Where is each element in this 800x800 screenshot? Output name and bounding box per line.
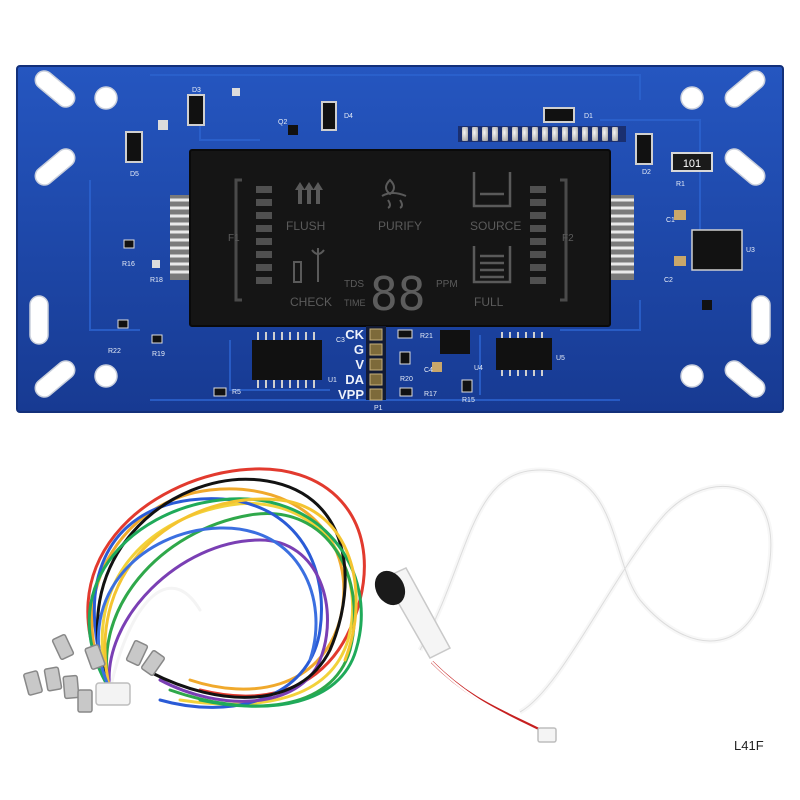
temperature-sensor <box>374 467 774 743</box>
header-pin <box>482 127 488 141</box>
lcd-source-label: SOURCE <box>470 219 521 233</box>
header-pad-ck <box>369 328 383 341</box>
silkscreen-c1: C1 <box>666 217 675 224</box>
silkscreen-p1: P1 <box>374 405 383 412</box>
purify-icon <box>381 178 407 209</box>
source-icon <box>472 172 512 208</box>
wrench-icon <box>293 248 325 283</box>
wire <box>97 526 318 692</box>
pcb-board: 101 <box>16 65 784 413</box>
tank-full-icon <box>472 246 512 284</box>
header-label-vpp: VPP <box>338 387 364 402</box>
lcd-left-bar-label: F1 <box>228 233 240 244</box>
header-label-ck: CK <box>345 327 364 342</box>
silkscreen-d3: D3 <box>192 87 201 94</box>
sensor-cable <box>417 467 774 715</box>
header-pad-g <box>369 343 383 356</box>
silkscreen-d1: D1 <box>584 113 593 120</box>
wire <box>87 497 363 708</box>
header-pin <box>472 127 478 141</box>
silkscreen-c3: C3 <box>336 337 345 344</box>
lcd-check-label: CHECK <box>290 295 332 309</box>
header-pin <box>582 127 588 141</box>
product-code: L41F <box>734 738 764 753</box>
lcd-tds-label: TDS <box>344 279 364 290</box>
header-pad-da <box>369 373 383 386</box>
silkscreen-u3: U3 <box>746 247 755 254</box>
header-label-da: DA <box>345 372 364 387</box>
lcd-time-label: TIME <box>344 298 366 308</box>
silkscreen-r22: R22 <box>108 348 121 355</box>
header-pin <box>602 127 608 141</box>
silkscreen-r17: R17 <box>424 391 437 398</box>
silkscreen-c4: C4 <box>424 367 433 374</box>
lcd-ppm-label: PPM <box>436 279 458 290</box>
silkscreen-d2: D2 <box>642 169 651 176</box>
header-pin <box>572 127 578 141</box>
pin-header-top <box>458 126 626 142</box>
lcd-right-bar-label: F2 <box>562 233 574 244</box>
lcd-full-label: FULL <box>474 295 504 309</box>
header-pad-v <box>369 358 383 371</box>
silkscreen-r21: R21 <box>420 333 433 340</box>
solder-pads-left <box>170 195 192 280</box>
wire <box>100 501 355 706</box>
harness-connector <box>95 682 131 706</box>
silkscreen-d4: D4 <box>344 113 353 120</box>
sensor-connector <box>537 727 557 743</box>
header-pin <box>532 127 538 141</box>
wire <box>108 586 202 692</box>
smd-components: 101 <box>117 88 743 397</box>
header-pin <box>612 127 618 141</box>
silkscreen-r5: R5 <box>232 389 241 396</box>
header-pin <box>562 127 568 141</box>
header-pin <box>512 127 518 141</box>
silkscreen-r1: R1 <box>676 181 685 188</box>
header-pad-vpp <box>369 388 383 401</box>
lcd-level-bars <box>256 186 546 284</box>
flush-icon <box>295 182 323 204</box>
sensor-probe-tip <box>374 570 406 606</box>
silkscreen-r18: R18 <box>150 277 163 284</box>
header-pin <box>542 127 548 141</box>
solder-pads-right <box>608 195 634 280</box>
lcd-purify-label: PURIFY <box>378 219 422 233</box>
silkscreen-u5: U5 <box>556 355 565 362</box>
spade-terminals <box>23 633 166 713</box>
header-pin <box>492 127 498 141</box>
silkscreen-r20: R20 <box>400 376 413 383</box>
wire <box>92 497 323 709</box>
silkscreen-d5: D5 <box>130 171 139 178</box>
lcd-display: F1 F2 FLUSH PURIFY SOURCE <box>189 149 611 327</box>
header-pin <box>502 127 508 141</box>
header-pin <box>592 127 598 141</box>
silkscreen-u1: U1 <box>328 377 337 384</box>
header-pin <box>522 127 528 141</box>
wire-harness <box>23 467 366 713</box>
silkscreen-r19: R19 <box>152 351 165 358</box>
lcd-digits: 88 <box>370 267 425 321</box>
resistor-marking: 101 <box>683 158 701 170</box>
header-label-g: G <box>354 342 364 357</box>
wire <box>107 538 329 703</box>
lcd-flush-label: FLUSH <box>286 219 325 233</box>
silkscreen-r15: R15 <box>462 397 475 404</box>
header-pin <box>462 127 468 141</box>
header-label-v: V <box>355 357 364 372</box>
header-pin <box>552 127 558 141</box>
silkscreen-u4: U4 <box>474 365 483 372</box>
silkscreen-r16: R16 <box>122 261 135 268</box>
wire <box>103 497 358 692</box>
silkscreen-q2: Q2 <box>278 119 287 126</box>
mounting-slots <box>29 70 771 398</box>
silkscreen-c2: C2 <box>664 277 673 284</box>
